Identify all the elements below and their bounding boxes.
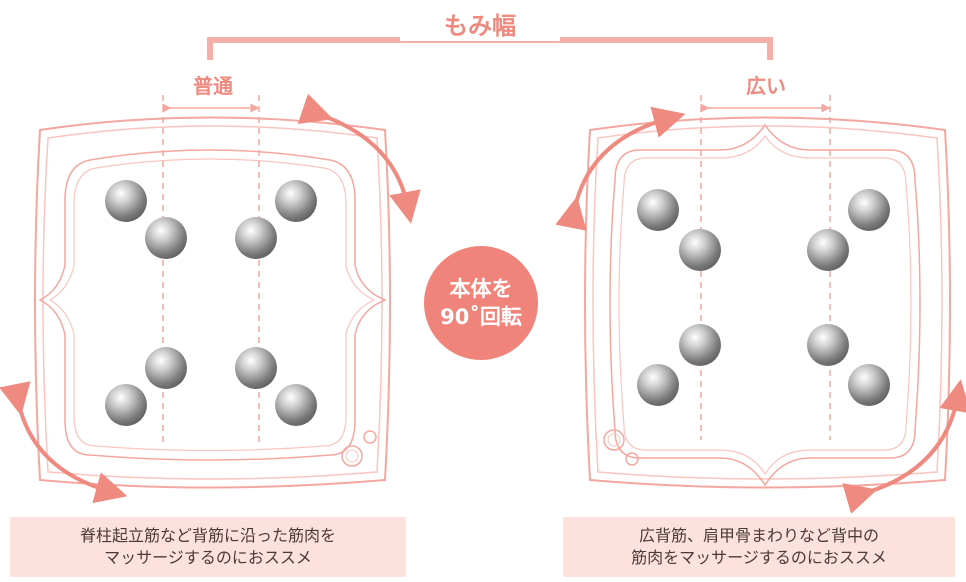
massage-ball	[679, 229, 721, 271]
massage-ball	[235, 217, 277, 259]
massage-ball	[848, 364, 890, 406]
normal-width-label: 普通	[193, 74, 233, 98]
rotate-badge-line2: 90˚回転	[440, 305, 522, 329]
massage-ball	[807, 324, 849, 366]
wide-width-label: 広い	[746, 74, 786, 98]
massage-ball	[105, 384, 147, 426]
massage-ball	[848, 189, 890, 231]
massage-ball	[235, 347, 277, 389]
rotate-badge: 本体を 90˚回転	[424, 246, 538, 360]
left-caption: 脊柱起立筋など背筋に沿った筋肉を マッサージするのにおススメ	[10, 517, 406, 577]
massage-ball	[145, 217, 187, 259]
massage-ball	[807, 229, 849, 271]
right-caption-line1: 広背筋、肩甲骨まわりなど背中の	[638, 526, 879, 545]
right-caption: 広背筋、肩甲骨まわりなど背中の 筋肉をマッサージするのにおススメ	[563, 517, 955, 577]
massage-ball	[637, 364, 679, 406]
left-caption-line2: マッサージするのにおススメ	[104, 548, 312, 567]
massage-ball	[145, 347, 187, 389]
massage-ball	[105, 180, 147, 222]
right-cushion	[555, 95, 966, 514]
massage-width-label: もみ幅	[400, 6, 560, 41]
left-cushion	[0, 93, 421, 504]
massage-ball	[637, 189, 679, 231]
width-bracket	[207, 37, 773, 60]
massage-ball	[679, 324, 721, 366]
rotate-badge-line1: 本体を	[449, 277, 513, 301]
massage-ball	[275, 180, 317, 222]
left-caption-line1: 脊柱起立筋など背筋に沿った筋肉を	[79, 526, 336, 545]
massage-ball	[275, 384, 317, 426]
right-caption-line2: 筋肉をマッサージするのにおススメ	[631, 548, 887, 567]
